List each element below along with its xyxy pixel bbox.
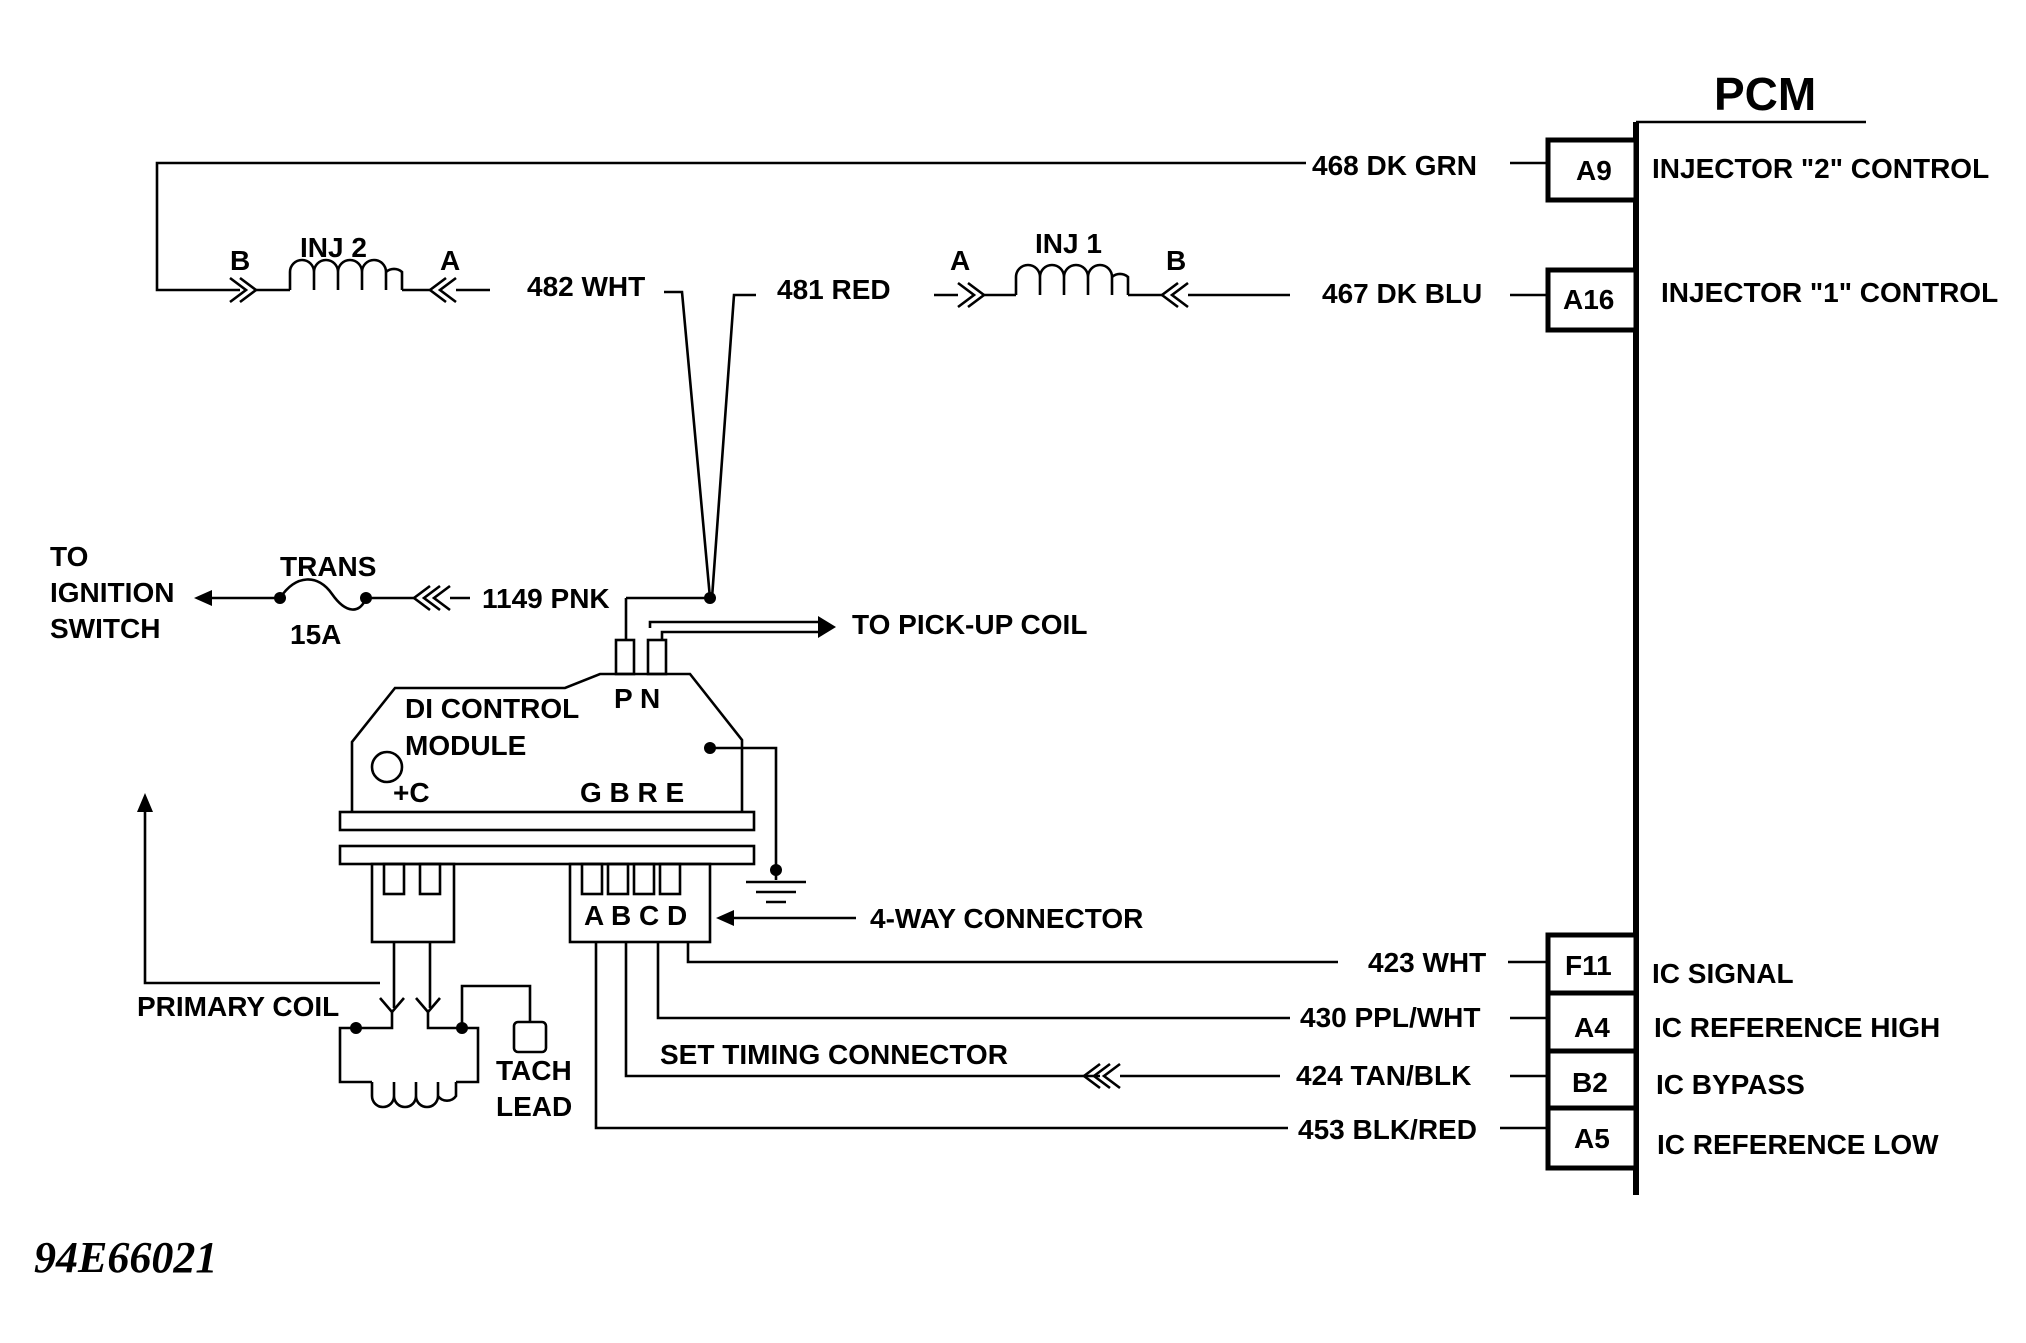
pcm-pin-b2: B2 [1572, 1067, 1608, 1098]
wire-423-label: 423 WHT [1368, 947, 1486, 978]
splice-482-481: 482 WHT 481 RED [527, 271, 891, 604]
wire-468-label: 468 DK GRN [1312, 150, 1477, 181]
pcm-pin-a9-box [1545, 137, 1639, 203]
arrow-left-icon [194, 590, 212, 606]
pcm-pin-f11: F11 [1565, 950, 1612, 981]
inj1-connector-a-icon [957, 281, 987, 309]
tach-label-line2: LEAD [496, 1091, 572, 1122]
pcm-function-b2: IC BYPASS [1656, 1069, 1805, 1100]
injector-1: INJ 1 A B [934, 228, 1290, 309]
wire-1149-label: 1149 PNK [482, 583, 610, 614]
pcm-pin-f11-box [1545, 932, 1639, 996]
primary-coil-assembly: PRIMARY COIL TACH LEAD [137, 793, 572, 1122]
pcm-pin-a16-box [1545, 267, 1639, 333]
module-terminal-c: +C [393, 777, 430, 808]
to-ignition-line3: SWITCH [50, 613, 160, 644]
arrow-up-icon [137, 793, 153, 812]
injector-2: INJ 2 B A [229, 232, 490, 304]
fuse-icon [278, 578, 368, 611]
pcm-function-a9: INJECTOR "2" CONTROL [1652, 153, 1989, 184]
inj1-pin-a: A [950, 245, 970, 276]
four-way-arrow-icon [716, 910, 734, 926]
fuse-name: TRANS [280, 551, 376, 582]
pcm-pin-a9: A9 [1576, 155, 1612, 186]
module-pins-pn: P N [614, 683, 660, 714]
pickup-arrow-icon [818, 616, 836, 638]
module-name-line2: MODULE [405, 730, 526, 761]
set-timing-label: SET TIMING CONNECTOR [660, 1039, 1008, 1070]
module-name-line1: DI CONTROL [405, 693, 579, 724]
inj1-label: INJ 1 [1035, 228, 1102, 259]
four-way-label: 4-WAY CONNECTOR [870, 903, 1143, 934]
pcm-pin-a5: A5 [1574, 1123, 1610, 1154]
module-mount-hole-icon [370, 750, 404, 784]
primary-coil-icon [370, 1082, 458, 1109]
fuse-rating: 15A [290, 619, 341, 650]
pcm-function-f11: IC SIGNAL [1652, 958, 1794, 989]
wire-424-label: 424 TAN/BLK [1296, 1060, 1471, 1091]
inj2-label: INJ 2 [300, 232, 367, 263]
pcm-pin-a4: A4 [1574, 1012, 1610, 1043]
tach-label-line1: TACH [496, 1055, 572, 1086]
inj2-pin-a: A [440, 245, 460, 276]
set-timing-connector-icon [1081, 1062, 1121, 1090]
figure-id: 94E66021 [34, 1233, 217, 1282]
to-ignition-line1: TO [50, 541, 88, 572]
wire-467-label: 467 DK BLU [1322, 278, 1482, 309]
inj2-connector-a-icon [427, 276, 457, 304]
inj2-pin-b: B [230, 245, 250, 276]
wire-482-label: 482 WHT [527, 271, 645, 302]
inj1-coil-icon [1014, 263, 1130, 295]
ground-icon [746, 880, 806, 904]
inj1-connector-b-icon [1159, 281, 1189, 309]
wire-430-label: 430 PPL/WHT [1300, 1002, 1480, 1033]
pcm-pin-a5-box [1545, 1105, 1639, 1171]
di-control-module: TO PICK-UP COIL P N DI CONTROL MODULE +C… [338, 598, 1143, 944]
connector-pins-abcd: A B C D [584, 900, 687, 931]
ignition-feed: TO IGNITION SWITCH TRANS 15A 1149 PNK [50, 541, 710, 650]
pcm-title: PCM [1714, 68, 1816, 120]
pcm-pin-a4-box [1545, 990, 1639, 1054]
module-pins-gbre: G B R E [580, 777, 684, 808]
pcm-pin-a16: A16 [1563, 284, 1614, 315]
connector-1149-icon [411, 584, 451, 612]
primary-coil-label: PRIMARY COIL [137, 991, 339, 1022]
wire-467: 467 DK BLU [1322, 278, 1548, 309]
pcm-block: PCM A9 A16 F11 A4 B2 A5 INJECTOR "2" CON… [1545, 68, 1998, 1195]
pcm-pin-b2-box [1545, 1048, 1639, 1111]
wire-453-label: 453 BLK/RED [1298, 1114, 1477, 1145]
module-housing [350, 672, 744, 812]
pcm-function-a4: IC REFERENCE HIGH [1654, 1012, 1940, 1043]
ic-wires: 423 WHT 430 PPL/WHT SET TIMING CONNECTOR… [594, 942, 1548, 1145]
to-ignition-line2: IGNITION [50, 577, 174, 608]
pcm-function-a5: IC REFERENCE LOW [1657, 1129, 1939, 1160]
wire-468: 468 DK GRN [155, 150, 1548, 292]
tach-lead-terminal-icon [512, 1020, 548, 1054]
pickup-coil-label: TO PICK-UP COIL [852, 609, 1087, 640]
inj1-pin-b: B [1166, 245, 1186, 276]
inj2-coil-icon [288, 258, 404, 290]
wire-481-label: 481 RED [777, 274, 891, 305]
pcm-function-a16: INJECTOR "1" CONTROL [1661, 277, 1998, 308]
